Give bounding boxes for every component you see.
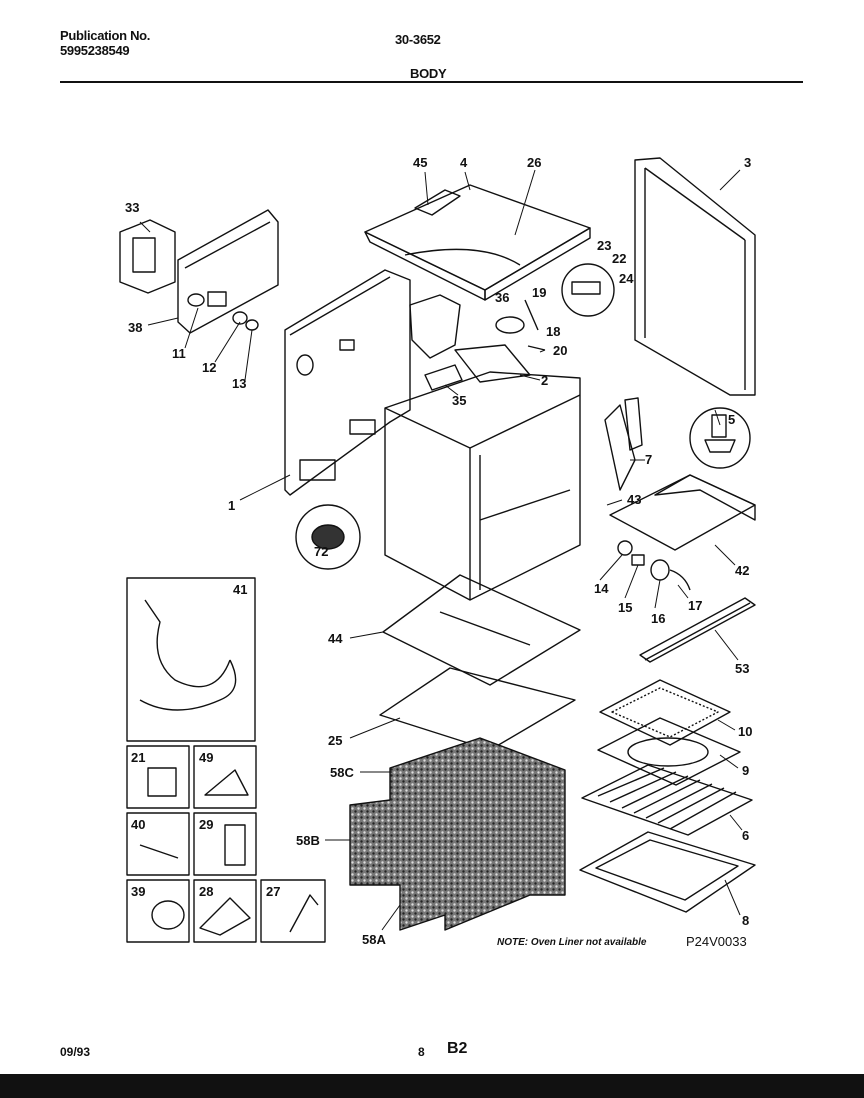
power-cord-box (126, 577, 256, 742)
terminal-block-part (187, 291, 259, 331)
back-panel-part (177, 209, 279, 334)
callout-27: 27 (266, 884, 280, 899)
callout-5: 5 (728, 412, 735, 427)
callout-8: 8 (742, 913, 749, 928)
callout-43: 40 (131, 817, 145, 832)
callout-22: 22 (612, 251, 626, 266)
callout-28: 28 (199, 884, 213, 899)
bracket-part (414, 189, 461, 216)
callout-18: 18 (546, 324, 560, 339)
callout-6: 6 (742, 828, 749, 843)
burner-box-part (364, 184, 591, 301)
model-number: 30-3652 (395, 32, 441, 47)
callout-58B: 58B (296, 833, 320, 848)
callout-7: 7 (645, 452, 652, 467)
callout-16: 16 (651, 611, 665, 626)
callout-11: 11 (172, 346, 186, 361)
callout-25: 25 (328, 733, 342, 748)
oven-bottom-part (579, 831, 756, 913)
publication-number: 5995238549 (60, 43, 130, 58)
bottom-panel-part (382, 574, 581, 686)
oven-rack-part (581, 764, 753, 836)
callout-40: 42 (735, 563, 749, 578)
callout-13: 13 (232, 376, 246, 391)
oven-cavity-part (384, 371, 581, 601)
junction-box-part (119, 219, 176, 294)
section-title: BODY (410, 66, 447, 81)
callout-44: 39 (131, 884, 145, 899)
accessory-box-43 (126, 812, 190, 876)
grommet-inset (295, 504, 361, 570)
callout-10: 10 (738, 724, 752, 739)
top-panel-part (634, 157, 756, 396)
callout-58A: 58A (362, 932, 386, 947)
header-rule (60, 81, 803, 83)
callout-42: 44 (328, 631, 343, 646)
drawer-rail-part (609, 474, 756, 551)
accessory-box-28 (193, 879, 257, 943)
callout-2: 2 (541, 373, 548, 388)
callout-9: 9 (742, 763, 749, 778)
broiler-insert-part (599, 679, 731, 746)
callout-15: 15 (618, 600, 632, 615)
igniter-parts (409, 294, 546, 359)
callout-38: 38 (128, 320, 142, 335)
footer-date: 09/93 (60, 1045, 91, 1059)
callout-41: 43 (627, 492, 641, 507)
leveler-leg-inset (689, 407, 751, 469)
callout-20: 20 (553, 343, 567, 358)
accessory-box-29 (193, 812, 257, 876)
callout-1: 1 (228, 498, 235, 513)
spark-module-inset (561, 263, 615, 317)
callout-19: 19 (532, 285, 546, 300)
callout-12: 12 (202, 360, 216, 375)
door-hinge-part (604, 397, 643, 491)
callout-21: 21 (131, 750, 145, 765)
callout-33: 33 (125, 200, 139, 215)
callout-4: 4 (460, 155, 468, 170)
trim-strip-part (639, 597, 756, 663)
callout-29: 29 (199, 817, 213, 832)
accessory-box-21 (126, 745, 190, 809)
callout-14: 14 (594, 581, 609, 596)
diagram-reference-code: P24V0033 (686, 934, 747, 949)
callout-26: 26 (527, 155, 541, 170)
footer-page-number: 8 (418, 1045, 425, 1059)
bottom-tray-part (379, 667, 576, 751)
leader-lines (139, 169, 743, 931)
side-panel-part (284, 269, 411, 496)
accessory-box-27 (260, 879, 326, 943)
callout-45: 45 (413, 155, 427, 170)
callout-58C: 58C (330, 765, 354, 780)
oven-liner-part (349, 737, 566, 931)
footer-page-code: B2 (447, 1040, 468, 1057)
callout-17: 17 (688, 598, 702, 613)
callout-72: 72 (314, 544, 328, 559)
accessory-box-49 (193, 745, 257, 809)
callout-53: 53 (735, 661, 749, 676)
callout-35: 35 (452, 393, 466, 408)
callout-39: 41 (233, 582, 247, 597)
scan-edge-band (0, 1074, 864, 1098)
callout-24: 24 (619, 271, 634, 286)
oven-liner-note: NOTE: Oven Liner not available (497, 937, 647, 948)
callout-49: 49 (199, 750, 213, 765)
callout-23: 23 (597, 238, 611, 253)
publication-label: Publication No. (60, 28, 151, 43)
callout-3: 3 (744, 155, 751, 170)
accessory-box-44 (126, 879, 190, 943)
callout-36: 36 (495, 290, 509, 305)
